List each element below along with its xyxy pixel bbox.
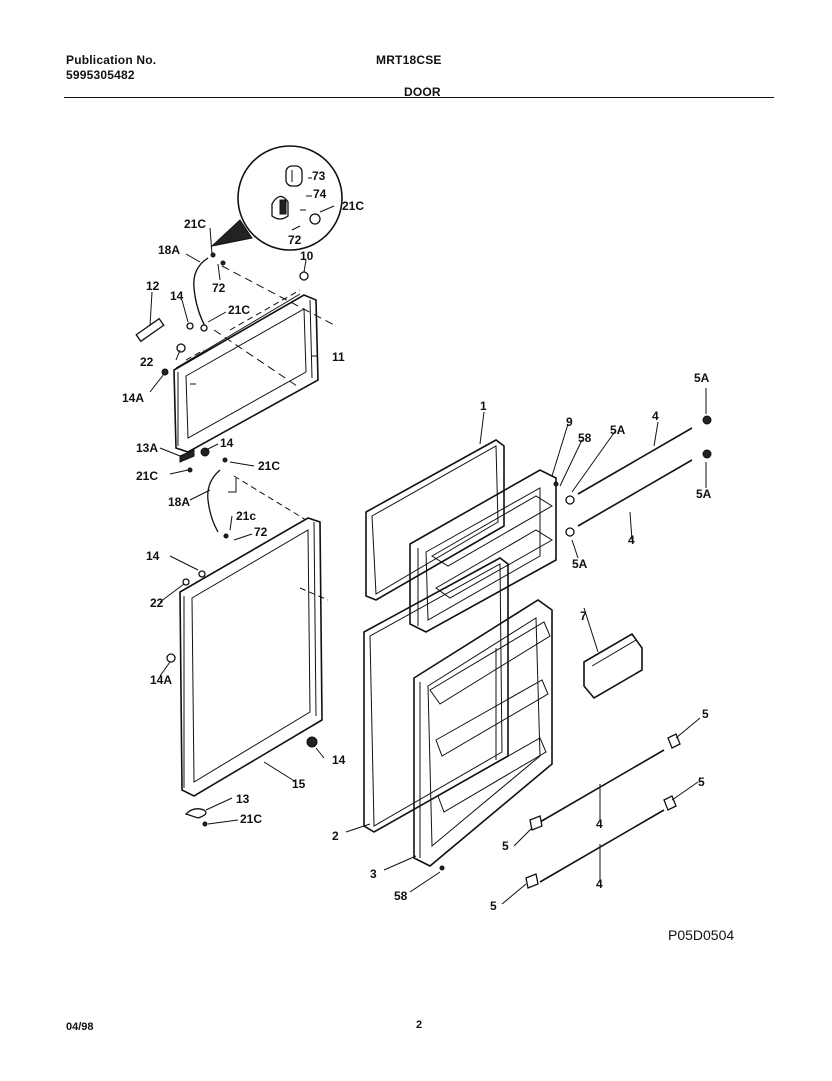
callout-5-c: 5 [502,839,509,853]
callout-11: 11 [332,350,345,364]
model-number: MRT18CSE [376,53,442,67]
section-title: DOOR [404,85,441,99]
footer-page-number: 2 [416,1019,423,1031]
fresh-food-door-liner [413,599,553,867]
callout-74: 74 [313,187,327,201]
callout-72-zoom: 72 [288,233,302,247]
callout-14-d: 14 [332,753,346,767]
callout-14-b: 14 [220,436,234,450]
freezer-gasket [365,439,505,601]
callout-5-d: 5 [490,899,497,913]
callout-21c-d: 21C [258,459,280,473]
callout-13a: 13A [136,441,158,455]
freezer-door-frame [173,265,337,453]
callout-73: 73 [312,169,326,183]
callout-14a-b: 14A [150,673,172,687]
callout-72-a: 72 [212,281,226,295]
footer-date: 04/98 [66,1021,94,1033]
callout-3: 3 [370,867,377,881]
callout-5a-d: 5A [572,557,588,571]
publication-label: Publication No. [66,53,157,67]
shelf-rails [439,415,712,889]
freezer-door-liner [409,469,557,633]
leader-lines [149,227,707,905]
callout-21c-b: 21C [228,303,250,317]
callout-21c-a: 21C [184,217,206,231]
callout-5-b: 5 [698,775,705,789]
callout-58-b: 58 [394,889,408,903]
callout-4-c: 4 [596,817,603,831]
callout-14-c: 14 [146,549,160,563]
upper-hinge-parts [135,252,309,473]
callout-10: 10 [300,249,314,263]
callout-18a-lower: 18A [168,495,190,509]
callout-13: 13 [236,792,250,806]
callout-72-b: 72 [254,525,268,539]
callout-5a-a: 5A [610,423,626,437]
callout-22-b: 22 [150,596,164,610]
zoom-detail [210,145,343,251]
callout-18a-upper: 18A [158,243,180,257]
fresh-food-door-frame [179,475,329,797]
callout-58-a: 58 [578,431,592,445]
lower-hinge-parts [166,469,318,827]
callout-1: 1 [480,399,487,413]
callout-5-a: 5 [702,707,709,721]
callout-21c-c: 21C [136,469,158,483]
callout-14-a: 14 [170,289,184,303]
callout-4-d: 4 [596,877,603,891]
callout-15: 15 [292,777,306,791]
callout-9: 9 [566,415,573,429]
publication-number: 5995305482 [66,68,135,82]
callout-labels: 73 74 21C 72 21C 18A 72 10 12 14 21C 11 … [122,169,712,913]
callout-5a-c: 5A [696,487,712,501]
callout-2: 2 [332,829,339,843]
header-rule [64,97,774,98]
callout-14a-a: 14A [122,391,144,405]
callout-5a-b: 5A [694,371,710,385]
callout-4-b: 4 [628,533,635,547]
dairy-door [583,632,643,700]
diagram-code: P05D0504 [668,927,735,943]
callout-21c-lower: 21c [236,509,256,523]
callout-7: 7 [580,609,587,623]
callout-12: 12 [146,279,160,293]
callout-22-a: 22 [140,355,154,369]
callout-21c-e: 21C [240,812,262,826]
callout-4-a: 4 [652,409,659,423]
callout-21c-zoom: 21C [342,199,364,213]
